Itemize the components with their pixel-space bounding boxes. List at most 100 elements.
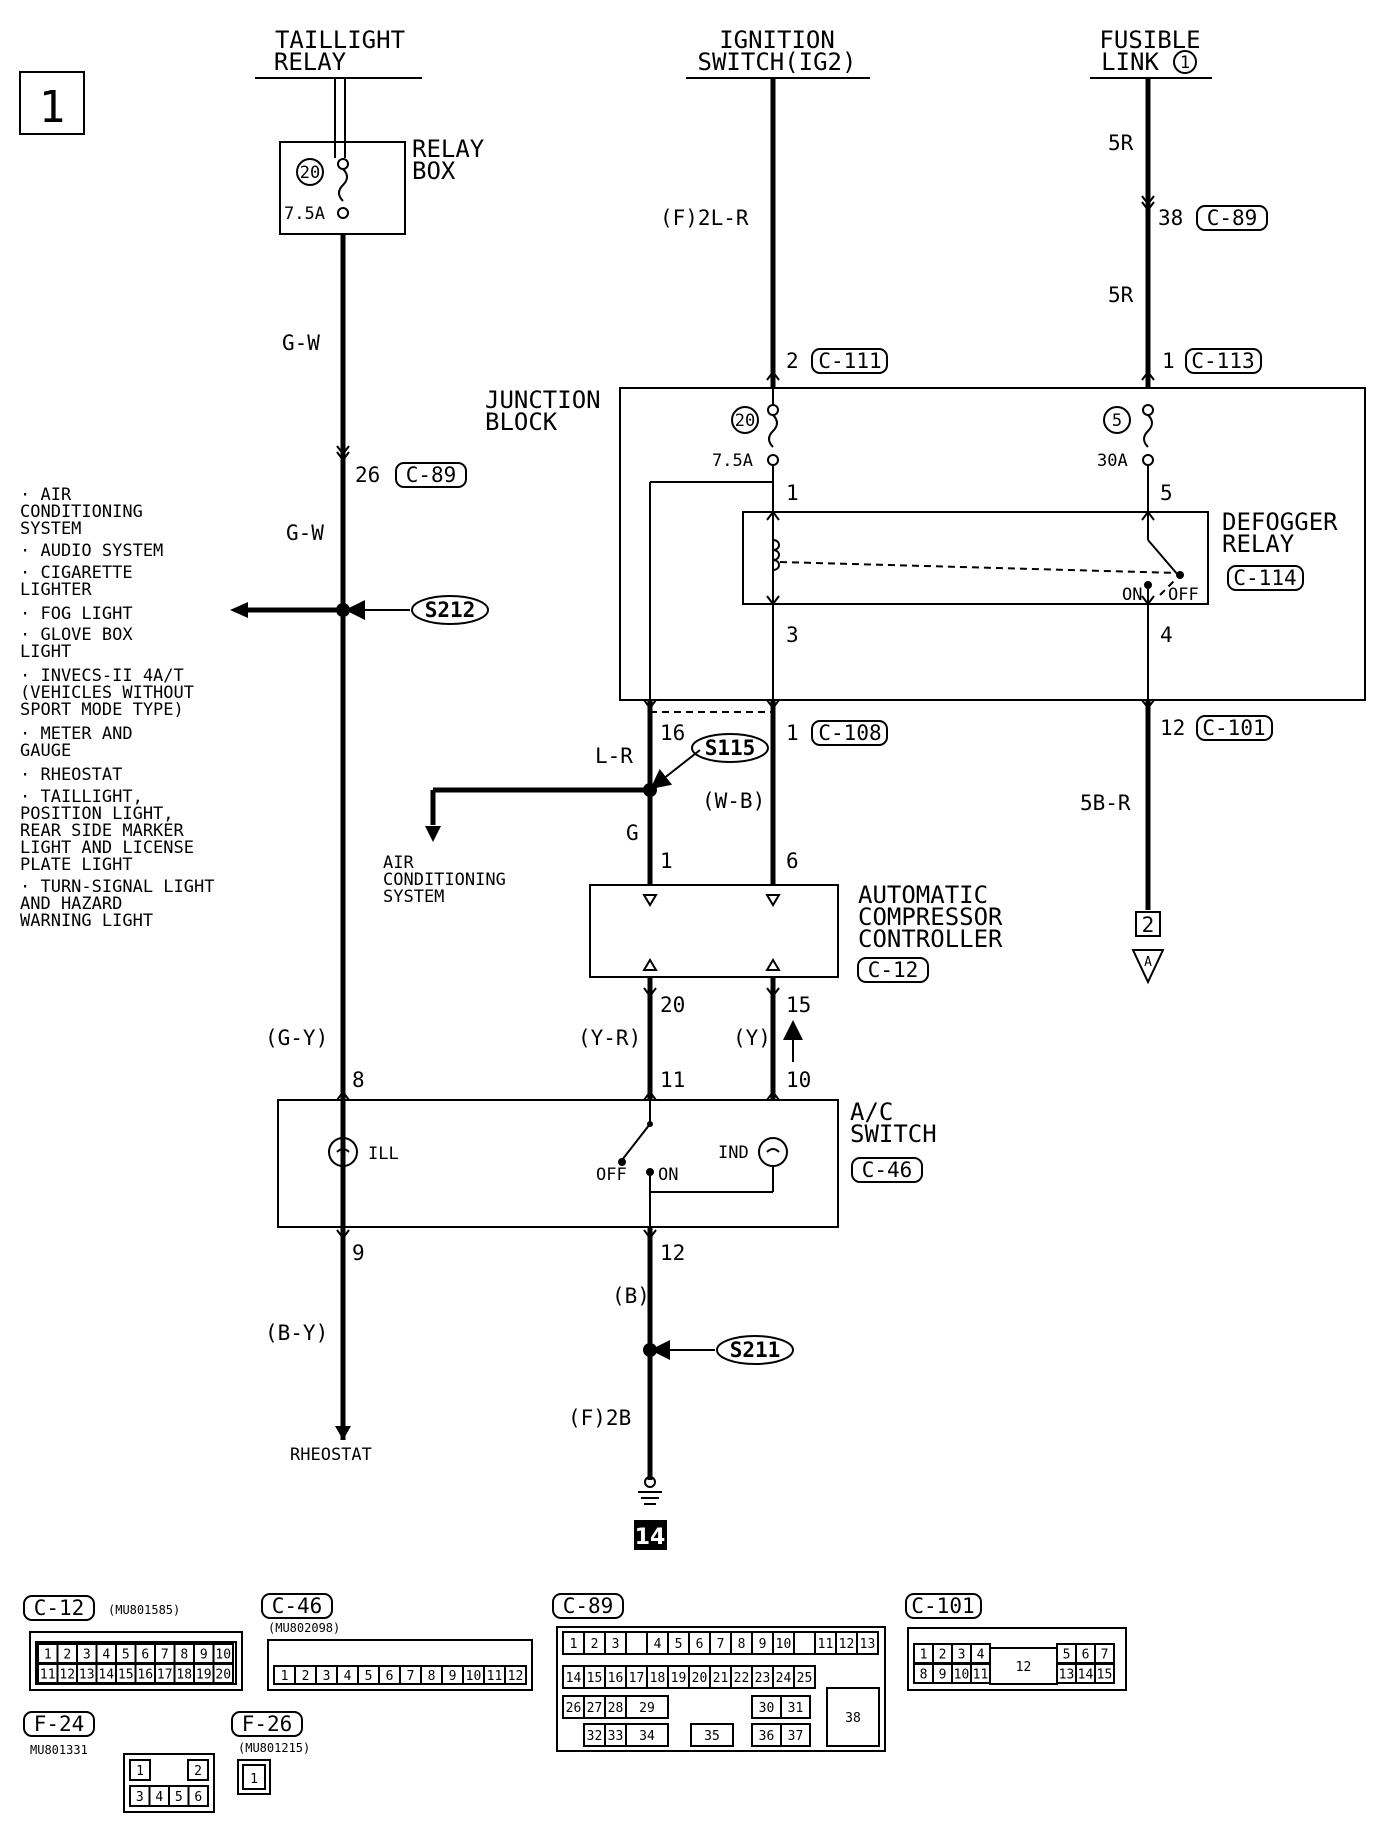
c89-pin-label: 5 bbox=[675, 1637, 683, 1652]
svg-text:C-113: C-113 bbox=[1191, 349, 1254, 373]
svg-text:OFF: OFF bbox=[596, 1165, 627, 1185]
svg-text:(MU801215): (MU801215) bbox=[238, 1741, 310, 1755]
c12-pin-label: 14 bbox=[98, 1668, 114, 1683]
ac-switch-label: A/C bbox=[850, 1098, 893, 1126]
c89-pin-label: 27 bbox=[587, 1701, 603, 1716]
svg-text:ON: ON bbox=[658, 1165, 678, 1185]
ac-switch bbox=[277, 1099, 839, 1228]
svg-text:SWITCH: SWITCH bbox=[850, 1120, 937, 1148]
f24-cell bbox=[129, 1759, 151, 1781]
c101-pin-label: 9 bbox=[939, 1668, 947, 1683]
c12-pin-label: 5 bbox=[122, 1648, 130, 1663]
svg-text:20: 20 bbox=[300, 163, 320, 183]
c12-pin-label: 19 bbox=[196, 1668, 212, 1683]
svg-text:L-R: L-R bbox=[595, 744, 633, 768]
svg-text:SYSTEM: SYSTEM bbox=[383, 887, 444, 907]
c101-pin-label: 2 bbox=[939, 1648, 947, 1663]
c89-pin-label: 21 bbox=[713, 1671, 729, 1686]
svg-text:A: A bbox=[1144, 955, 1152, 970]
svg-text:C-89: C-89 bbox=[1207, 206, 1258, 230]
svg-text:1: 1 bbox=[1162, 349, 1175, 373]
svg-text:38: 38 bbox=[1158, 206, 1183, 230]
svg-text:F-24: F-24 bbox=[34, 1712, 85, 1736]
svg-text:LIGHT: LIGHT bbox=[20, 642, 71, 662]
c89-pin-label: 32 bbox=[587, 1729, 603, 1744]
c46-cell bbox=[504, 1665, 527, 1685]
c46-pin-label: 7 bbox=[407, 1669, 415, 1684]
c12-pin-label: 6 bbox=[141, 1648, 149, 1663]
defogger-relay bbox=[742, 511, 1209, 605]
c89-pin-label: 9 bbox=[759, 1637, 767, 1652]
c46-pin-label: 9 bbox=[449, 1669, 457, 1684]
c46-pin-label: 6 bbox=[386, 1669, 394, 1684]
c89-pin-label: 19 bbox=[671, 1671, 687, 1686]
svg-text:11: 11 bbox=[660, 1068, 685, 1092]
svg-text:9: 9 bbox=[352, 1241, 365, 1265]
c101-pin-label: 10 bbox=[954, 1668, 970, 1683]
svg-text:(W-B): (W-B) bbox=[702, 789, 765, 813]
svg-text:C-114: C-114 bbox=[1233, 566, 1296, 590]
c89-cell bbox=[793, 1631, 816, 1655]
c89-pin-label: 18 bbox=[650, 1671, 666, 1686]
junction-block-label: JUNCTION bbox=[485, 386, 601, 414]
f24-pin-label: 4 bbox=[155, 1790, 163, 1805]
c12-pin-label: 7 bbox=[161, 1648, 169, 1663]
c89-pin-label: 14 bbox=[566, 1671, 582, 1686]
svg-text:G-W: G-W bbox=[286, 521, 324, 545]
svg-text:· AIR: · AIR bbox=[20, 485, 72, 505]
svg-text:(F)2L-R: (F)2L-R bbox=[660, 206, 749, 230]
svg-text:(B): (B) bbox=[612, 1284, 650, 1308]
c12-pin-label: 8 bbox=[180, 1648, 188, 1663]
c89-cell bbox=[826, 1687, 880, 1747]
c12-pin-label: 11 bbox=[40, 1668, 56, 1683]
c89-cell bbox=[780, 1695, 811, 1719]
svg-text:ILL: ILL bbox=[368, 1144, 399, 1164]
svg-text:C-12: C-12 bbox=[34, 1596, 85, 1620]
c89-pin-label: 2 bbox=[591, 1637, 599, 1652]
c101-pin-label: 8 bbox=[920, 1668, 928, 1683]
svg-text:OFF: OFF bbox=[1168, 585, 1199, 605]
svg-text:10: 10 bbox=[786, 1068, 811, 1092]
splice-s212: S212 bbox=[425, 598, 476, 622]
svg-text:FUSIBLE: FUSIBLE bbox=[1099, 26, 1200, 54]
acc-label: AUTOMATIC bbox=[858, 881, 988, 909]
c89-pin-label: 25 bbox=[797, 1671, 813, 1686]
c89-cell bbox=[625, 1723, 669, 1747]
c101-pin-label: 6 bbox=[1082, 1648, 1090, 1663]
svg-text:12: 12 bbox=[660, 1241, 685, 1265]
c101-pin-label: 7 bbox=[1101, 1648, 1109, 1663]
svg-text:· INVECS-II 4A/T: · INVECS-II 4A/T bbox=[20, 666, 184, 686]
svg-text:20: 20 bbox=[660, 993, 685, 1017]
defogger-label: DEFOGGER bbox=[1222, 508, 1338, 536]
svg-text:5R: 5R bbox=[1108, 131, 1134, 155]
svg-text:12: 12 bbox=[1160, 716, 1185, 740]
svg-text:15: 15 bbox=[786, 993, 811, 1017]
svg-text:1: 1 bbox=[250, 1772, 258, 1787]
c12-pin-label: 10 bbox=[215, 1648, 231, 1663]
svg-text:LINK: LINK bbox=[1101, 48, 1159, 76]
c46-pin-label: 2 bbox=[302, 1669, 310, 1684]
svg-text:8: 8 bbox=[352, 1068, 365, 1092]
header-ignition-switch: IGNITION SWITCH(IG2) bbox=[686, 26, 870, 79]
c89-pin-label: 13 bbox=[860, 1637, 876, 1652]
svg-text:AND HAZARD: AND HAZARD bbox=[20, 894, 122, 914]
svg-text:POSITION LIGHT,: POSITION LIGHT, bbox=[20, 804, 174, 824]
c89-pin-label: 24 bbox=[776, 1671, 792, 1686]
f24-cell bbox=[187, 1759, 209, 1781]
svg-text:· FOG LIGHT: · FOG LIGHT bbox=[20, 604, 133, 624]
svg-text:CONTROLLER: CONTROLLER bbox=[858, 925, 1003, 953]
c101-pin-label: 12 bbox=[1016, 1660, 1032, 1675]
svg-text:30A: 30A bbox=[1097, 451, 1128, 471]
c12-pin-label: 1 bbox=[44, 1648, 52, 1663]
svg-text:C-108: C-108 bbox=[818, 721, 881, 745]
svg-text:TAILLIGHT: TAILLIGHT bbox=[275, 26, 405, 54]
svg-text:C-111: C-111 bbox=[818, 349, 881, 373]
c46-pin-label: 1 bbox=[281, 1669, 289, 1684]
c89-cell bbox=[793, 1665, 816, 1689]
svg-text:GAUGE: GAUGE bbox=[20, 741, 71, 761]
junction-fuse-2: 5 30A bbox=[1097, 404, 1154, 471]
svg-text:REAR SIDE MARKER: REAR SIDE MARKER bbox=[20, 821, 185, 841]
system-list: · AIR CONDITIONING SYSTEM · AUDIO SYSTEM… bbox=[20, 485, 214, 931]
